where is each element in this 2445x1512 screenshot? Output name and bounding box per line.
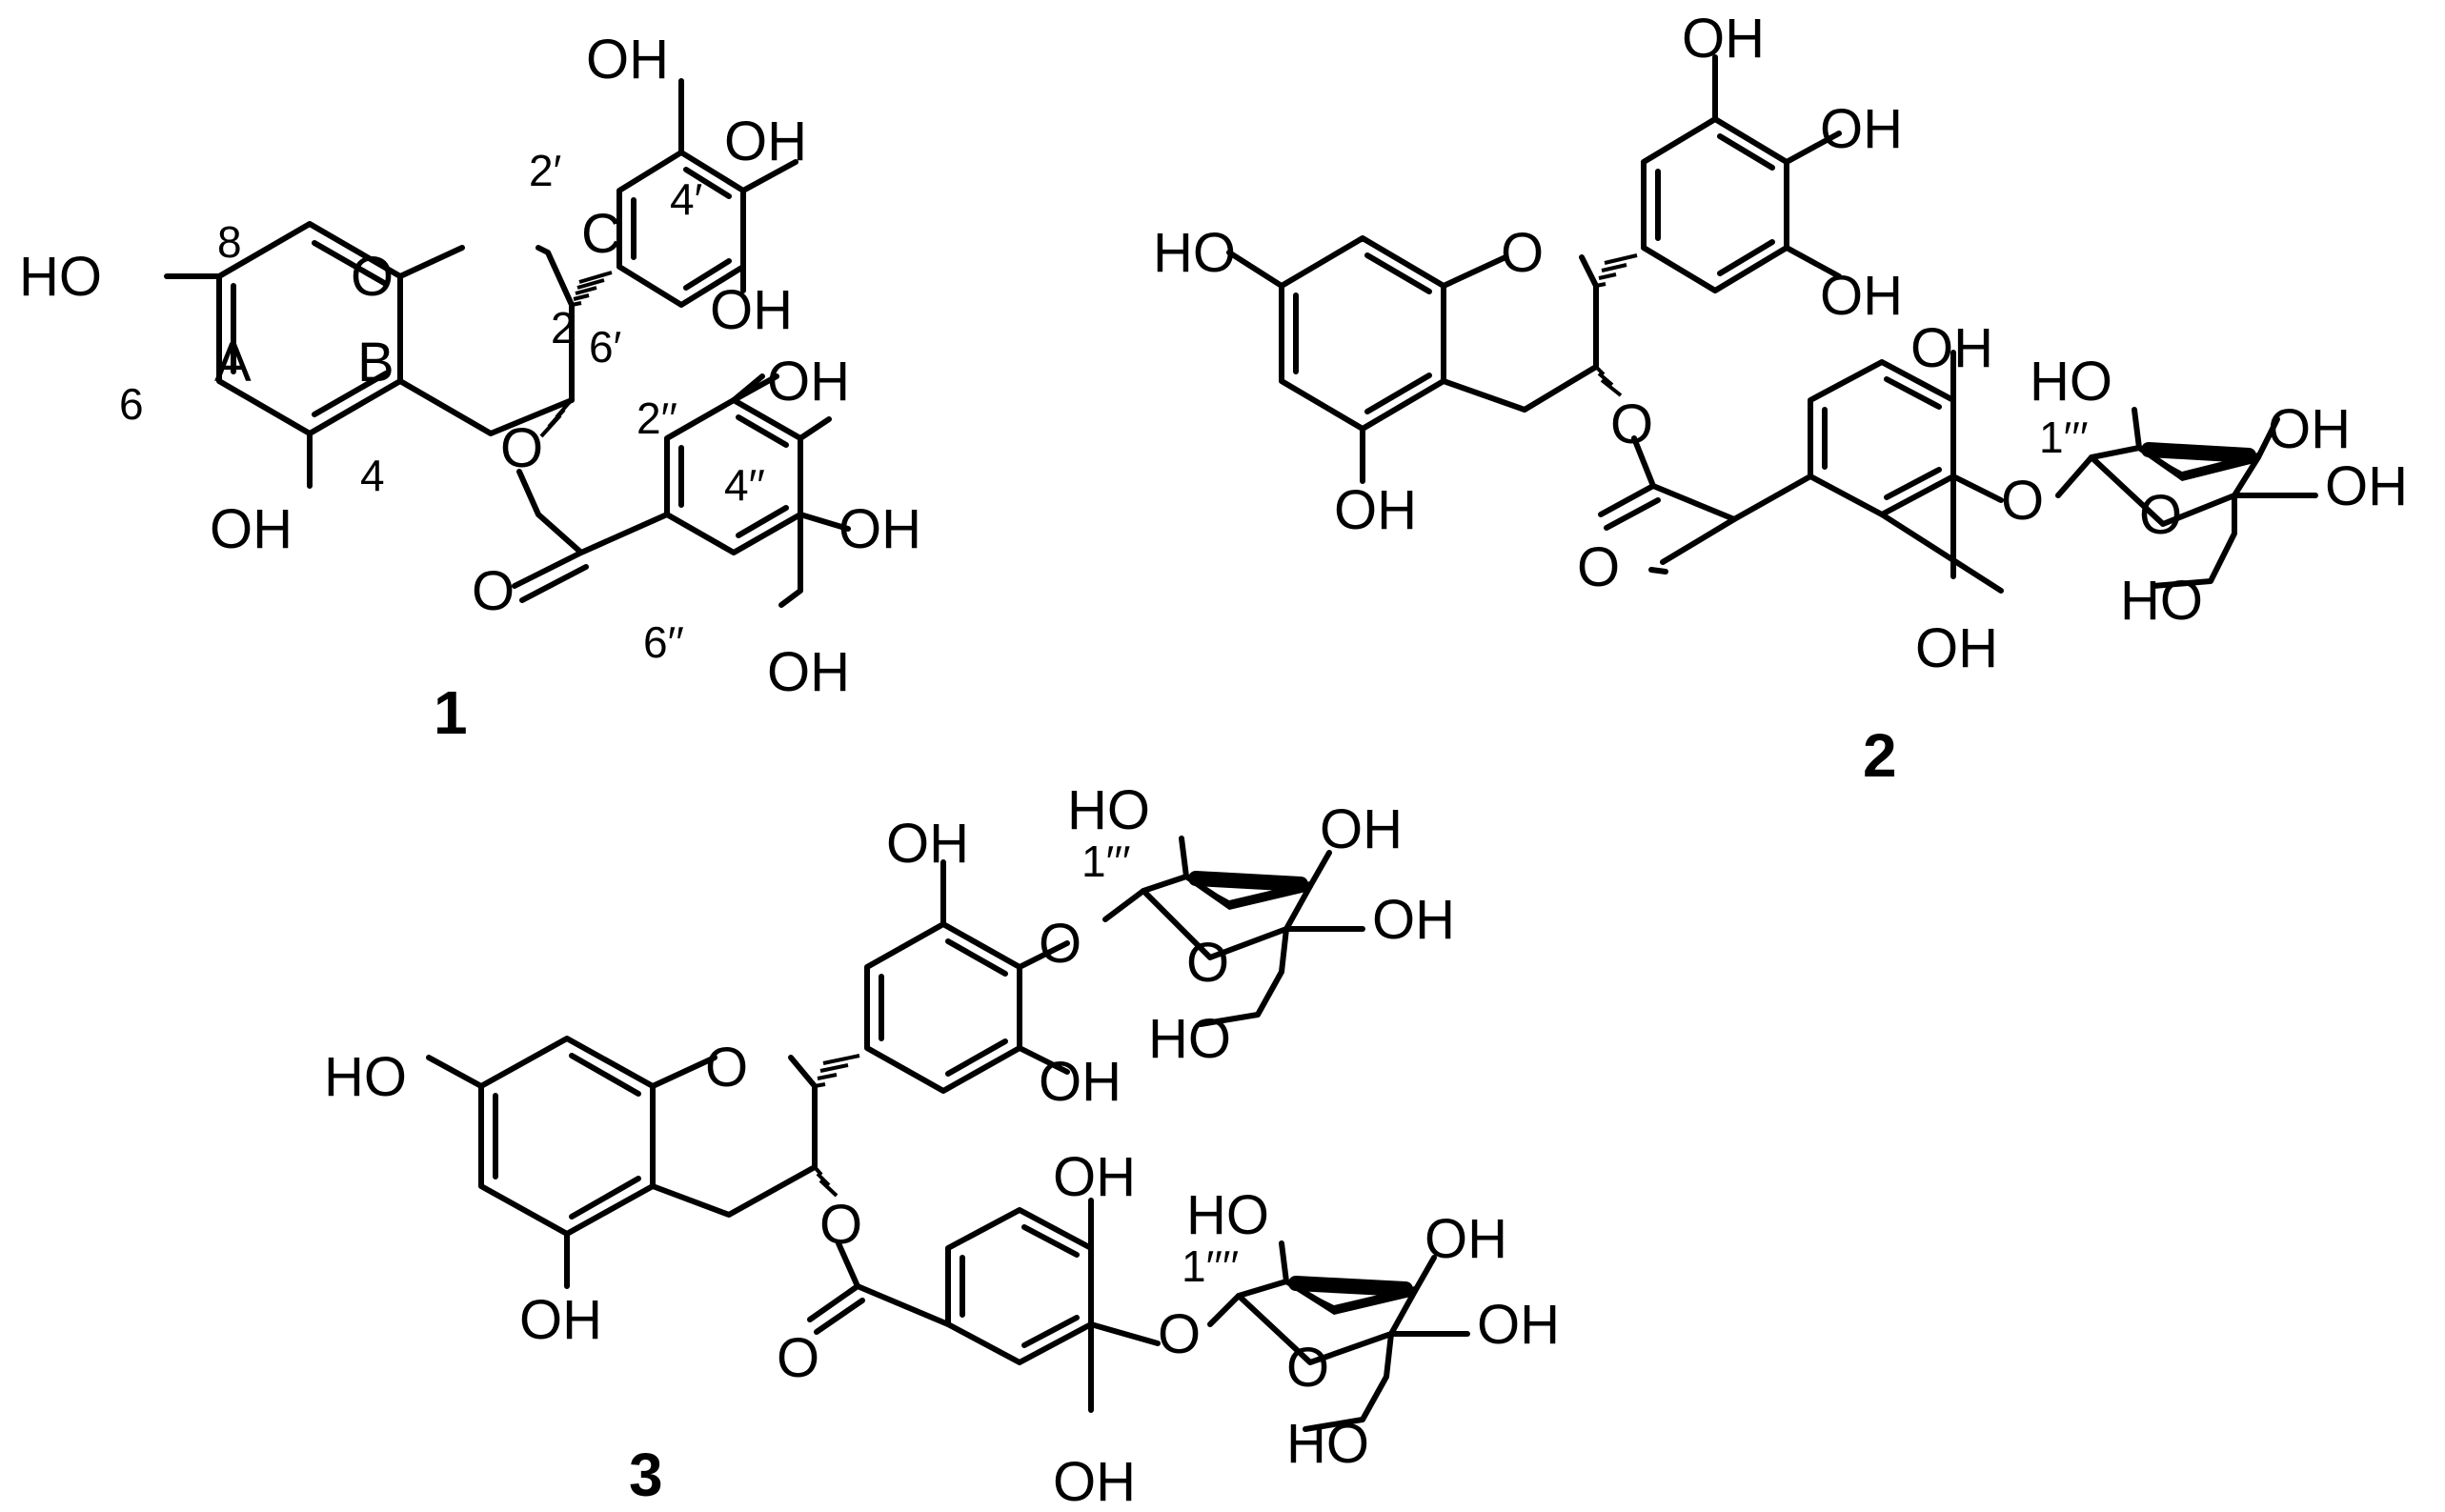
atom-label: OH: [210, 498, 293, 560]
atom-label: OH: [710, 279, 793, 341]
atom-label: OH: [1372, 889, 1455, 951]
atom-label: OH: [1915, 617, 1998, 679]
atom-label: HO: [1148, 1008, 1231, 1070]
atom-label: HO: [1286, 1413, 1369, 1475]
stereo-hash-c2: [1595, 253, 1638, 288]
atom-label: OH: [1320, 798, 1403, 860]
atom-label: HO: [1186, 1184, 1269, 1246]
stereo-hash-c3: [1594, 365, 1623, 397]
atom-label: OH: [2268, 398, 2351, 460]
atom-label: OH: [1820, 265, 1903, 327]
atom-label: O: [1577, 536, 1620, 598]
atom-label: HO: [324, 1046, 407, 1108]
compound-2-structure: [1226, 54, 2318, 594]
atom-label: OH: [1334, 479, 1417, 541]
compound-number: 3: [629, 1441, 663, 1509]
ring-label: A: [214, 332, 252, 393]
atom-label: OH: [1477, 1294, 1560, 1356]
ring-label: C: [581, 203, 621, 265]
atom-label: OH: [886, 813, 969, 875]
compound-1-labels: HO O OH OH OH OH OH OH OH O O A B C 8 6 …: [19, 29, 921, 747]
atom-label: OH: [1682, 8, 1765, 70]
atom-label: O: [351, 246, 394, 308]
atom-label: O: [1501, 222, 1544, 284]
atom-label: OH: [2325, 455, 2408, 517]
position-label: 1′′′: [2039, 413, 2088, 462]
position-label: 1′′′: [1081, 837, 1130, 886]
stereo-hash-c3: [539, 398, 574, 438]
position-label: 6′′: [643, 617, 684, 667]
atom-label: OH: [1425, 1208, 1507, 1270]
compound-number: 2: [1863, 721, 1897, 790]
position-label: 2′′: [637, 393, 677, 443]
atom-label: HO: [2030, 351, 2112, 413]
atom-label: OH: [839, 498, 921, 560]
atom-label: OH: [767, 641, 850, 703]
atom-label: HO: [1153, 222, 1236, 284]
atom-label: O: [1039, 913, 1081, 975]
stereo-hash-c2: [814, 1054, 860, 1088]
atom-label: OH: [767, 351, 850, 413]
atom-label: O: [1610, 393, 1653, 455]
atom-label: O: [1186, 932, 1229, 994]
atom-label: HO: [1067, 779, 1150, 841]
atom-label: OH: [1910, 317, 1993, 379]
position-label: 4′′: [724, 460, 765, 510]
compound-1-structure: [164, 78, 851, 608]
atom-label: HO: [19, 246, 102, 308]
atom-label: O: [1158, 1303, 1201, 1365]
atom-label: O: [2001, 470, 2044, 532]
position-label: 1′′′′: [1182, 1241, 1239, 1291]
atom-label: O: [472, 560, 515, 622]
atom-label: OH: [1053, 1146, 1136, 1208]
atom-label: O: [777, 1327, 819, 1389]
atom-label: OH: [1820, 98, 1903, 160]
atom-label: OH: [586, 29, 669, 91]
compound-3-labels: HO O OH OH O HO OH OH O HO OH O O OH OH …: [324, 779, 1560, 1512]
ring-label: B: [357, 332, 394, 393]
stereo-hash-c2: [571, 271, 613, 307]
position-label: 6′: [589, 322, 621, 372]
atom-label: O: [705, 1037, 748, 1099]
position-label: 6: [119, 379, 144, 429]
compound-number: 1: [434, 678, 468, 747]
atom-label: OH: [1053, 1451, 1136, 1512]
compound-2-labels: HO O OH OH OH OH O O OH OH O HO OH OH O …: [1153, 8, 2408, 790]
position-label: 4: [360, 451, 385, 500]
atom-label: OH: [519, 1289, 602, 1351]
atom-label: OH: [724, 111, 807, 172]
atom-label: O: [2139, 484, 2182, 546]
position-label: 4′: [670, 174, 702, 224]
compound-3-structure: [426, 836, 1470, 1432]
stereo-hash-c3: [813, 1165, 839, 1198]
atom-label: O: [500, 417, 543, 479]
position-label: 8: [217, 217, 242, 267]
atom-label: OH: [1039, 1051, 1121, 1113]
atom-label: O: [819, 1194, 862, 1256]
position-label: 2′: [529, 146, 561, 195]
position-label: 2: [551, 303, 576, 353]
atom-label: O: [1286, 1337, 1329, 1399]
atom-label: HO: [2120, 570, 2203, 632]
